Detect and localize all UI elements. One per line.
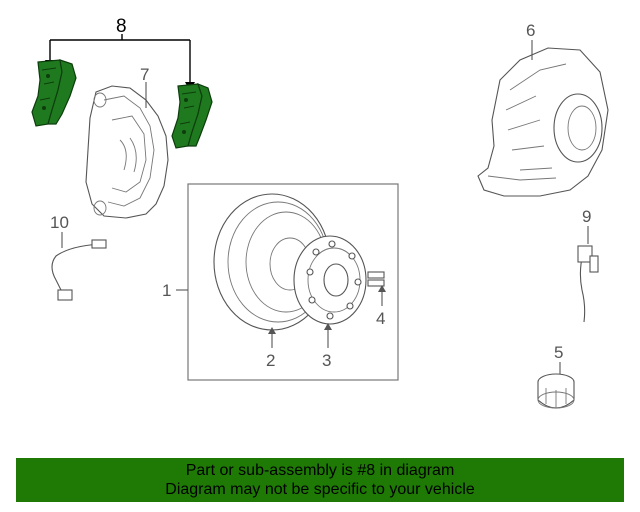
- callout-10: 10: [50, 213, 69, 232]
- callout-8: 8: [116, 16, 127, 37]
- callout-4: 4: [376, 309, 385, 328]
- info-banner: Part or sub-assembly is #8 in diagram Di…: [16, 458, 624, 502]
- brake-pad-right[interactable]: [171, 82, 213, 149]
- brake-caliper[interactable]: [85, 85, 169, 219]
- hub-studs: [306, 240, 362, 320]
- banner-line-1: Part or sub-assembly is #8 in diagram: [185, 462, 455, 479]
- callout-5: 5: [554, 343, 563, 362]
- callout-6: 6: [526, 21, 535, 40]
- wheel-stud[interactable]: [367, 271, 385, 287]
- callout-7: 7: [140, 65, 149, 84]
- callout-2: 2: [266, 351, 275, 370]
- wheel-hub[interactable]: [293, 235, 367, 325]
- abs-sensor-wire[interactable]: [51, 239, 107, 301]
- hub-cap[interactable]: [537, 373, 575, 409]
- brake-pad-left[interactable]: [31, 59, 77, 127]
- banner-line-2: Diagram may not be specific to your vehi…: [165, 481, 475, 498]
- assembly-box-1: [187, 183, 399, 381]
- splash-shield[interactable]: [477, 47, 609, 197]
- callout-3: 3: [322, 351, 331, 370]
- abs-sensor[interactable]: [577, 245, 599, 323]
- callout-1: 1: [162, 281, 171, 300]
- callout-9: 9: [582, 207, 591, 226]
